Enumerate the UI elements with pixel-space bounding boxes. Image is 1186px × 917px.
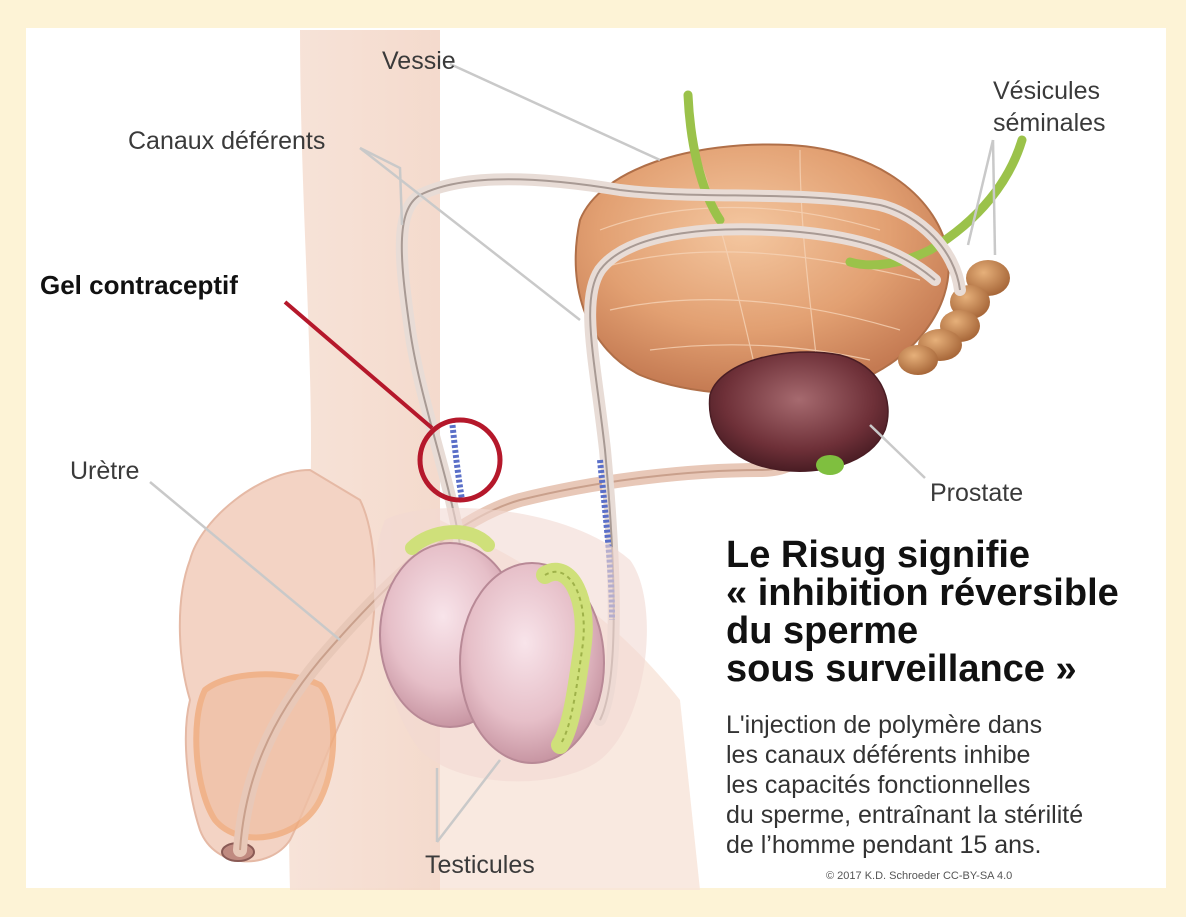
description-line: les canaux déférents inhibe — [726, 740, 1156, 770]
headline-line: Le Risug signifie — [726, 536, 1166, 574]
pointer-prostate — [870, 425, 925, 478]
label-uretre: Urètre — [70, 456, 139, 486]
label-prostate: Prostate — [930, 478, 1023, 508]
label-canaux-deferents: Canaux déférents — [128, 126, 325, 156]
bulbourethral-gland — [816, 455, 844, 475]
label-vesicules-line1: Vésicules — [993, 76, 1100, 106]
description-line: L'injection de polymère dans — [726, 710, 1156, 740]
description-line: de l’homme pendant 15 ans. — [726, 830, 1156, 860]
headline: Le Risug signifie « inhibition réversibl… — [726, 536, 1166, 688]
label-vessie: Vessie — [382, 46, 456, 76]
pointer-vesicules-a — [968, 140, 993, 245]
label-testicules: Testicules — [425, 850, 535, 880]
headline-line: « inhibition réversible — [726, 574, 1166, 612]
description-text: L'injection de polymère dans les canaux … — [726, 710, 1156, 860]
pointer-vesicules-b — [993, 140, 995, 255]
prostate-shape — [710, 352, 888, 471]
label-gel-contraceptif: Gel contraceptif — [40, 270, 238, 301]
description-line: du sperme, entraînant la stérilité — [726, 800, 1156, 830]
description-line: les capacités fonctionnelles — [726, 770, 1156, 800]
image-credit: © 2017 K.D. Schroeder CC-BY-SA 4.0 — [826, 870, 1012, 882]
headline-line: sous surveillance » — [726, 650, 1166, 688]
label-vesicules-line2: séminales — [993, 108, 1106, 138]
pointer-vessie — [450, 64, 660, 160]
headline-line: du sperme — [726, 612, 1166, 650]
